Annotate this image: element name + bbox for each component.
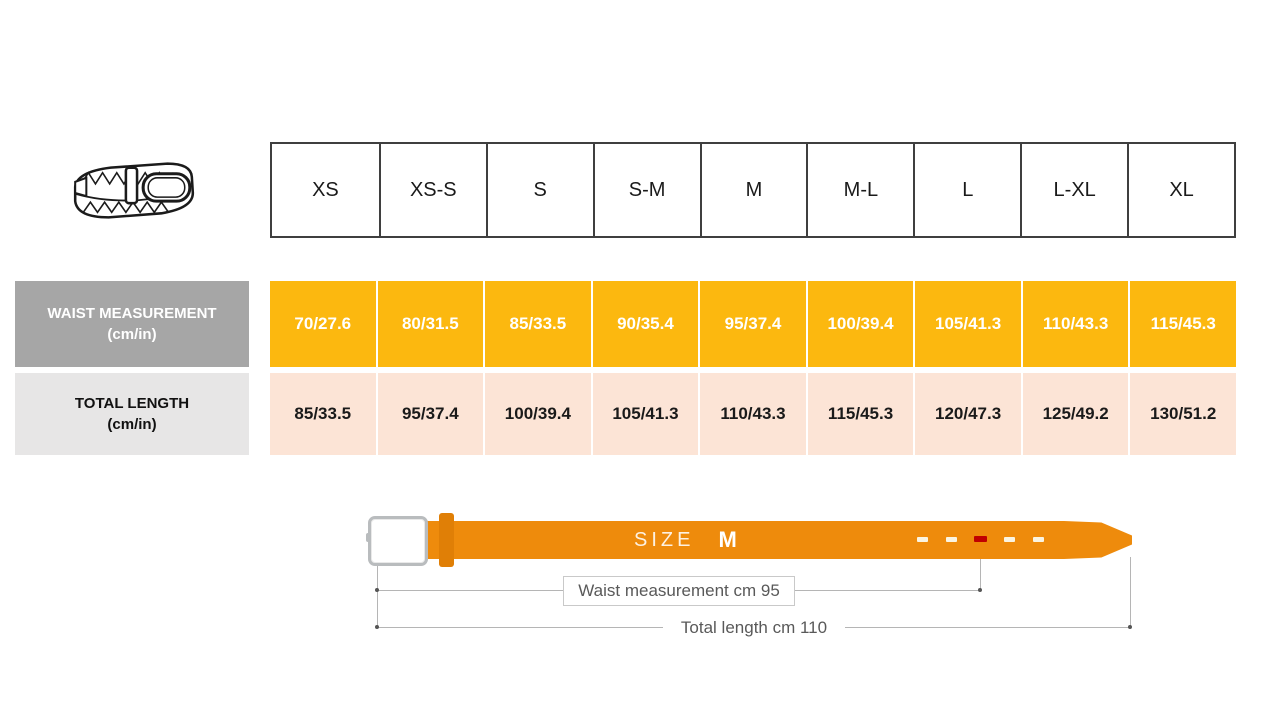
row-label-text: TOTAL LENGTH (74, 395, 190, 412)
waist-measurement-label: Waist measurement cm 95 (563, 575, 795, 606)
size-header-row: XS XS-S S S-M M M-L L L-XL XL (270, 142, 1236, 238)
measure-endpoint-dot (978, 588, 982, 592)
measure-line (377, 590, 564, 591)
measure-endpoint-dot (375, 588, 379, 592)
belt-keeper-loop (439, 513, 454, 567)
belt-hole (1033, 537, 1044, 542)
measure-endpoint-dot (375, 625, 379, 629)
waist-value-cell: 70/27.6 (270, 281, 376, 367)
buckle-guide-line (377, 565, 378, 628)
size-word: SIZE (634, 528, 695, 551)
row-label-unit: (cm/in) (107, 326, 157, 343)
total-length-value-cell: 120/47.3 (915, 373, 1021, 455)
belt-size-label: SIZE M (634, 521, 737, 559)
waist-value-cell: 115/45.3 (1130, 281, 1236, 367)
total-length-value-cell: 130/51.2 (1130, 373, 1236, 455)
waist-value-cell: 100/39.4 (807, 281, 914, 367)
measure-line (377, 627, 663, 628)
row-label-unit: (cm/in) (107, 416, 157, 433)
waist-value-cell: 110/43.3 (1022, 281, 1129, 367)
measure-line (845, 627, 1132, 628)
size-column-header: S (485, 144, 593, 236)
belt-tip-guide-line (1130, 557, 1131, 628)
braided-belt-icon (73, 162, 195, 219)
belt-hole-selected (974, 536, 987, 542)
size-value: M (718, 527, 737, 552)
waist-measurement-row-label: WAIST MEASUREMENT (cm/in) (15, 281, 249, 367)
total-length-value-cell: 95/37.4 (377, 373, 484, 455)
waist-values-row: 70/27.6 80/31.5 85/33.5 90/35.4 95/37.4 … (270, 281, 1236, 367)
waist-value-cell: 95/37.4 (700, 281, 806, 367)
belt-strap (424, 521, 1064, 559)
waist-value-cell: 105/41.3 (915, 281, 1021, 367)
size-column-header: S-M (592, 144, 700, 236)
total-length-value-cell: 100/39.4 (485, 373, 591, 455)
total-length-value-cell: 115/45.3 (807, 373, 914, 455)
total-length-values-row: 85/33.5 95/37.4 100/39.4 105/41.3 110/43… (270, 373, 1236, 455)
waist-value-cell: 90/35.4 (592, 281, 699, 367)
row-label-text: WAIST MEASUREMENT (47, 305, 217, 322)
size-column-header: L-XL (1020, 144, 1127, 236)
waist-value-cell: 80/31.5 (377, 281, 484, 367)
total-length-value-cell: 110/43.3 (700, 373, 806, 455)
selected-hole-guide-line (980, 545, 981, 590)
belt-buckle (368, 516, 428, 566)
size-column-header: XS (312, 178, 339, 201)
belt-hole (917, 537, 928, 542)
size-column-header: M (699, 144, 807, 236)
measure-endpoint-dot (1128, 625, 1132, 629)
total-length-value-cell: 105/41.3 (592, 373, 699, 455)
waist-value-cell: 85/33.5 (485, 281, 591, 367)
total-length-label: Total length cm 110 (680, 617, 828, 637)
size-column-header: XS-S (378, 144, 486, 236)
total-length-annotation: Total length cm 110 (377, 614, 1132, 641)
belt-tip (1064, 521, 1132, 559)
size-column-header: L (913, 144, 1020, 236)
waist-measurement-annotation: Waist measurement cm 95 (377, 575, 982, 606)
total-length-value-cell: 85/33.5 (270, 373, 376, 455)
total-length-row-label: TOTAL LENGTH (cm/in) (15, 373, 249, 455)
total-length-value-cell: 125/49.2 (1022, 373, 1129, 455)
measure-line (794, 590, 982, 591)
belt-hole (1004, 537, 1015, 542)
size-column-header: M-L (806, 144, 913, 236)
size-column-header: XL (1127, 144, 1234, 236)
belt-hole (946, 537, 957, 542)
